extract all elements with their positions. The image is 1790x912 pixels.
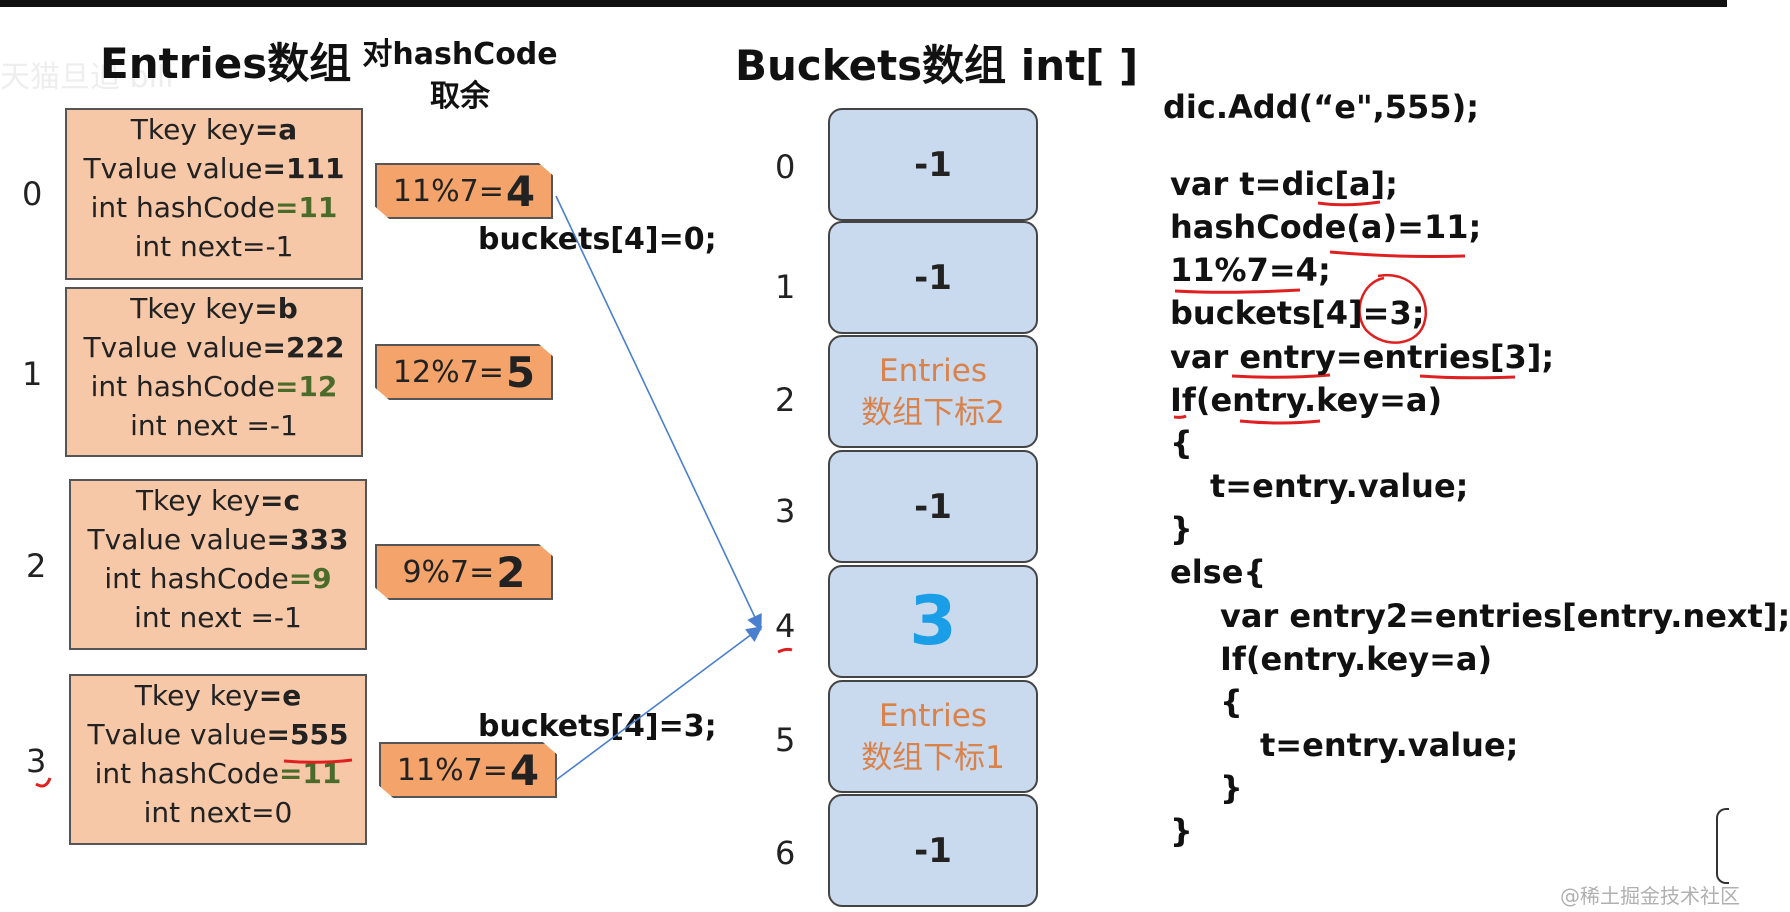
circle-equals-3: [1358, 273, 1428, 344]
assign-label-second: buckets[4]=3;: [478, 709, 717, 744]
mod-header-line1: 对hashCode: [362, 37, 558, 72]
bucket-index-0: 0: [775, 148, 796, 186]
code-line: If(entry.key=a): [1220, 640, 1493, 678]
bucket-value: -1: [914, 144, 952, 185]
bucket-value: -1: [914, 830, 952, 871]
entry-next-line: int next =-1: [134, 601, 302, 634]
code-line: t=entry.value;: [1210, 467, 1469, 505]
code-line: else{: [1170, 553, 1267, 591]
code-line: }: [1170, 812, 1193, 850]
entry-hash-line: int hashCode=12: [90, 370, 338, 403]
bucket-value-highlight: 3: [909, 582, 957, 661]
tick-if: [1173, 414, 1187, 419]
bucket-index-4: 4: [775, 607, 796, 645]
bucket-entry-ref: Entries 数组下标1: [861, 697, 1005, 776]
bucket-index-6: 6: [775, 834, 796, 872]
underline-entry: [1231, 373, 1331, 379]
buckets-title: Buckets数组 int[ ]: [735, 41, 1139, 90]
entry-next-line: int next =-1: [130, 409, 298, 442]
bucket-value: -1: [914, 257, 952, 298]
underline-entry-key: [1239, 419, 1321, 425]
code-line: buckets[4]=3;: [1170, 294, 1425, 332]
video-watermark: 天猫旦追 bili: [0, 60, 174, 95]
bucket-5: Entries 数组下标1: [828, 680, 1038, 793]
tick-bucket-4: [777, 647, 793, 654]
mod-result: 4: [509, 745, 540, 795]
bucket-entry-ref: Entries 数组下标2: [861, 352, 1005, 431]
entry-key-line: Tkey key=b: [130, 292, 298, 325]
mod-header-line2: 取余: [430, 79, 490, 114]
code-line: }: [1170, 510, 1193, 548]
mod-expr: 9%7=: [402, 554, 495, 590]
tick-index-3: [35, 777, 52, 788]
bucket-2: Entries 数组下标2: [828, 335, 1038, 448]
entry-hash-line: int hashCode=9: [104, 562, 332, 595]
top-border: [0, 0, 1727, 7]
bucket-3: -1: [828, 450, 1038, 563]
code-line: var entry2=entries[entry.next];: [1220, 597, 1790, 635]
underline-dic-a: [1317, 200, 1381, 207]
entry-value-line: Tvalue value=222: [83, 331, 345, 364]
entry-box-0: Tkey key=a Tvalue value=111 int hashCode…: [65, 108, 363, 280]
bucket-index-3: 3: [775, 492, 796, 530]
entry-index-2: 2: [26, 547, 47, 585]
bucket-6: -1: [828, 794, 1038, 907]
entry-key-line: Tkey key=c: [135, 484, 301, 517]
entry-box-2: Tkey key=c Tvalue value=333 int hashCode…: [69, 479, 367, 650]
arrow-layer: [35, 195, 1516, 788]
bucket-index-2: 2: [775, 381, 796, 419]
code-line: var t=dic[a];: [1170, 165, 1398, 203]
entry-next-line: int next=-1: [134, 230, 294, 263]
bucket-0: -1: [828, 108, 1038, 221]
code-line: t=entry.value;: [1260, 726, 1519, 764]
mod-box-2: 9%7=2: [375, 544, 553, 600]
arrow-second-assign: [555, 626, 763, 781]
code-line: }: [1220, 769, 1243, 807]
code-line: {: [1220, 683, 1243, 721]
entry-index-3: 3: [26, 742, 47, 780]
entry-key-line: Tkey key=a: [130, 113, 298, 146]
code-line: {: [1170, 424, 1193, 462]
entry-index-1: 1: [22, 355, 43, 393]
code-header: dic.Add(“e",555);: [1163, 88, 1479, 126]
underline-mod: [1174, 288, 1301, 294]
mod-box-1: 12%7=5: [375, 344, 553, 400]
code-line: If(entry.key=a): [1170, 381, 1443, 419]
scroll-handle[interactable]: [1716, 808, 1729, 884]
mod-result: 4: [505, 166, 536, 216]
mod-header: 对hashCode 取余: [360, 34, 560, 118]
underline-hash-a: [1329, 250, 1466, 258]
entry-next-line: int next=0: [143, 796, 293, 829]
bucket-value: -1: [914, 486, 952, 527]
mod-expr: 11%7=: [396, 752, 508, 788]
bucket-4: 3: [828, 565, 1038, 678]
bucket-index-5: 5: [775, 721, 796, 759]
entry-value-line: Tvalue value=333: [87, 523, 349, 556]
entry-value-line: Tvalue value=111: [83, 152, 345, 185]
entry-index-0: 0: [22, 175, 43, 213]
underline-entries-3: [1419, 374, 1516, 380]
entry-box-1: Tkey key=b Tvalue value=222 int hashCode…: [65, 287, 363, 457]
bucket-index-1: 1: [775, 268, 796, 306]
mod-box-3: 11%7=4: [379, 742, 557, 798]
site-watermark: @稀土掘金技术社区: [1560, 884, 1740, 908]
mod-result: 5: [505, 347, 536, 397]
mod-box-0: 11%7=4: [375, 163, 553, 219]
arrow-first-assign: [555, 195, 762, 631]
entry-key-line: Tkey key=e: [134, 679, 302, 712]
code-line: hashCode(a)=11;: [1170, 208, 1482, 246]
entry-hash-line: int hashCode=11: [90, 191, 338, 224]
entry-value-line: Tvalue value=555: [87, 718, 349, 751]
bucket-1: -1: [828, 221, 1038, 334]
assign-label-first: buckets[4]=0;: [478, 222, 717, 257]
underline-555: [283, 758, 353, 764]
mod-expr: 12%7=: [392, 354, 504, 390]
code-line: var entry=entries[3];: [1170, 338, 1555, 376]
mod-expr: 11%7=: [392, 173, 504, 209]
entries-title: Entries数组: [100, 39, 352, 88]
code-line: 11%7=4;: [1170, 251, 1331, 289]
mod-result: 2: [496, 547, 526, 597]
